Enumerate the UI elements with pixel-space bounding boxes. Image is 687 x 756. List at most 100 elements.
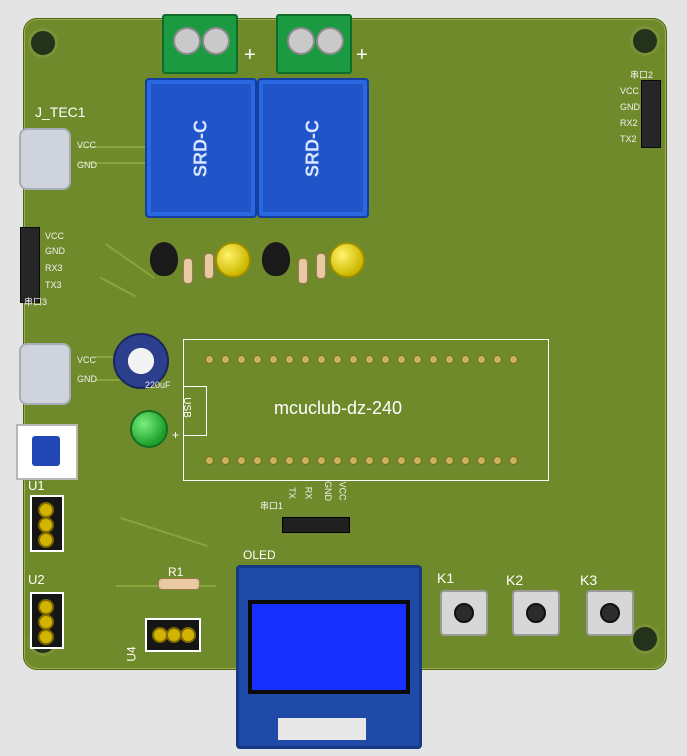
mount-hole-top-right [630, 26, 660, 56]
switch-actuator[interactable] [32, 436, 60, 466]
green-led [130, 410, 168, 448]
button-k3[interactable] [586, 590, 634, 636]
resistor [316, 253, 326, 279]
usb-c-connector-middle [19, 343, 71, 405]
terminal-screw [173, 27, 201, 55]
mcu-pad [349, 456, 358, 465]
resistor [204, 253, 214, 279]
trace [78, 162, 154, 164]
mcu-pad [445, 456, 454, 465]
mcu-pad [365, 456, 374, 465]
mcu-pad [429, 355, 438, 364]
mcu-usb-label: USB [180, 397, 192, 418]
uart1-title: 串口1 [260, 501, 284, 511]
mcu-pad [221, 456, 230, 465]
uart1-vcc: VCC [337, 481, 348, 501]
mcu-name: mcuclub-dz-240 [274, 398, 403, 418]
oled-label: OLED [243, 548, 276, 562]
uart2-vcc: VCC [620, 86, 640, 96]
uart2-tx: TX2 [620, 134, 637, 144]
mcu-pad [317, 355, 326, 364]
uart3-header [20, 227, 40, 303]
relay-right: SRD-C [257, 78, 369, 218]
u1-label: U1 [28, 478, 45, 493]
u2-pin [38, 614, 54, 630]
oled-screen [248, 600, 410, 694]
mcu-pad [493, 355, 502, 364]
mcu-pad [253, 456, 262, 465]
trace [78, 146, 148, 148]
u1-pin [38, 517, 54, 533]
mcu-pad [461, 456, 470, 465]
button-cap[interactable] [526, 603, 546, 623]
relay-label: SRD-C [190, 120, 211, 177]
uart2-title: 串口2 [630, 70, 654, 80]
mcu-pad [333, 355, 342, 364]
uart1-header [282, 517, 350, 533]
u1-pin [38, 502, 54, 518]
uart1-gnd: GND [323, 481, 333, 501]
mcu-pad [269, 355, 278, 364]
u2-pin [38, 629, 54, 645]
mcu-pad [317, 456, 326, 465]
u2-label: U2 [28, 572, 45, 587]
plus-sign: + [356, 44, 368, 66]
uart2-gnd: GND [620, 102, 640, 112]
mcu-pad [381, 456, 390, 465]
mcu-pad [237, 355, 246, 364]
mcu-pad [445, 355, 454, 364]
mcu-usb-outline: USB [180, 386, 207, 436]
button-cap[interactable] [600, 603, 620, 623]
usb-c-connector-top [19, 128, 71, 190]
trace [95, 356, 113, 358]
uart2-rx: RX2 [620, 118, 638, 128]
uart3-tx: TX3 [45, 280, 62, 290]
u1-pin [38, 532, 54, 548]
electrolytic-capacitor [113, 333, 169, 389]
u2-pin [38, 599, 54, 615]
mcu-pad [221, 355, 230, 364]
usb-middle-vcc: VCC [77, 355, 97, 365]
usb-middle-gnd: GND [77, 374, 97, 384]
mcu-pad [253, 355, 262, 364]
u4-pin [180, 627, 196, 643]
mcu-pad [429, 456, 438, 465]
mcu-pad [301, 355, 310, 364]
mcu-pad [413, 456, 422, 465]
uart3-title: 串口3 [24, 297, 48, 307]
r1-label: R1 [168, 565, 184, 579]
mcu-pad [205, 456, 214, 465]
j-tec-vcc-label: VCC [77, 140, 97, 150]
button-k2[interactable] [512, 590, 560, 636]
uart1-tx: TX [286, 487, 297, 499]
mcu-pad [301, 456, 310, 465]
mcu-pad [493, 456, 502, 465]
mcu-pad [477, 355, 486, 364]
mcu-pad [413, 355, 422, 364]
mcu-pad [333, 456, 342, 465]
button-cap[interactable] [454, 603, 474, 623]
uart1-rx: RX [303, 486, 314, 500]
mcu-pad [205, 355, 214, 364]
mcu-pad [365, 355, 374, 364]
transistor-left [150, 242, 178, 276]
resistor [183, 258, 193, 284]
j-tec-gnd-label: GND [77, 160, 97, 170]
uart3-rx: RX3 [45, 263, 63, 273]
terminal-screw [287, 27, 315, 55]
mcu-pad [461, 355, 470, 364]
u4-label: U4 [124, 646, 139, 662]
mcu-pad [509, 456, 518, 465]
mcu-pad [349, 355, 358, 364]
uart2-header [641, 80, 661, 148]
relay-left: SRD-C [145, 78, 257, 218]
yellow-led-right [329, 242, 365, 278]
power-switch[interactable] [16, 424, 78, 480]
uart3-vcc: VCC [45, 231, 65, 241]
mcu-pad [397, 355, 406, 364]
mcu-pad [237, 456, 246, 465]
mcu-pad [397, 456, 406, 465]
button-k1[interactable] [440, 590, 488, 636]
mcu-pad [285, 355, 294, 364]
capacitor-label: 220uF [145, 380, 171, 390]
